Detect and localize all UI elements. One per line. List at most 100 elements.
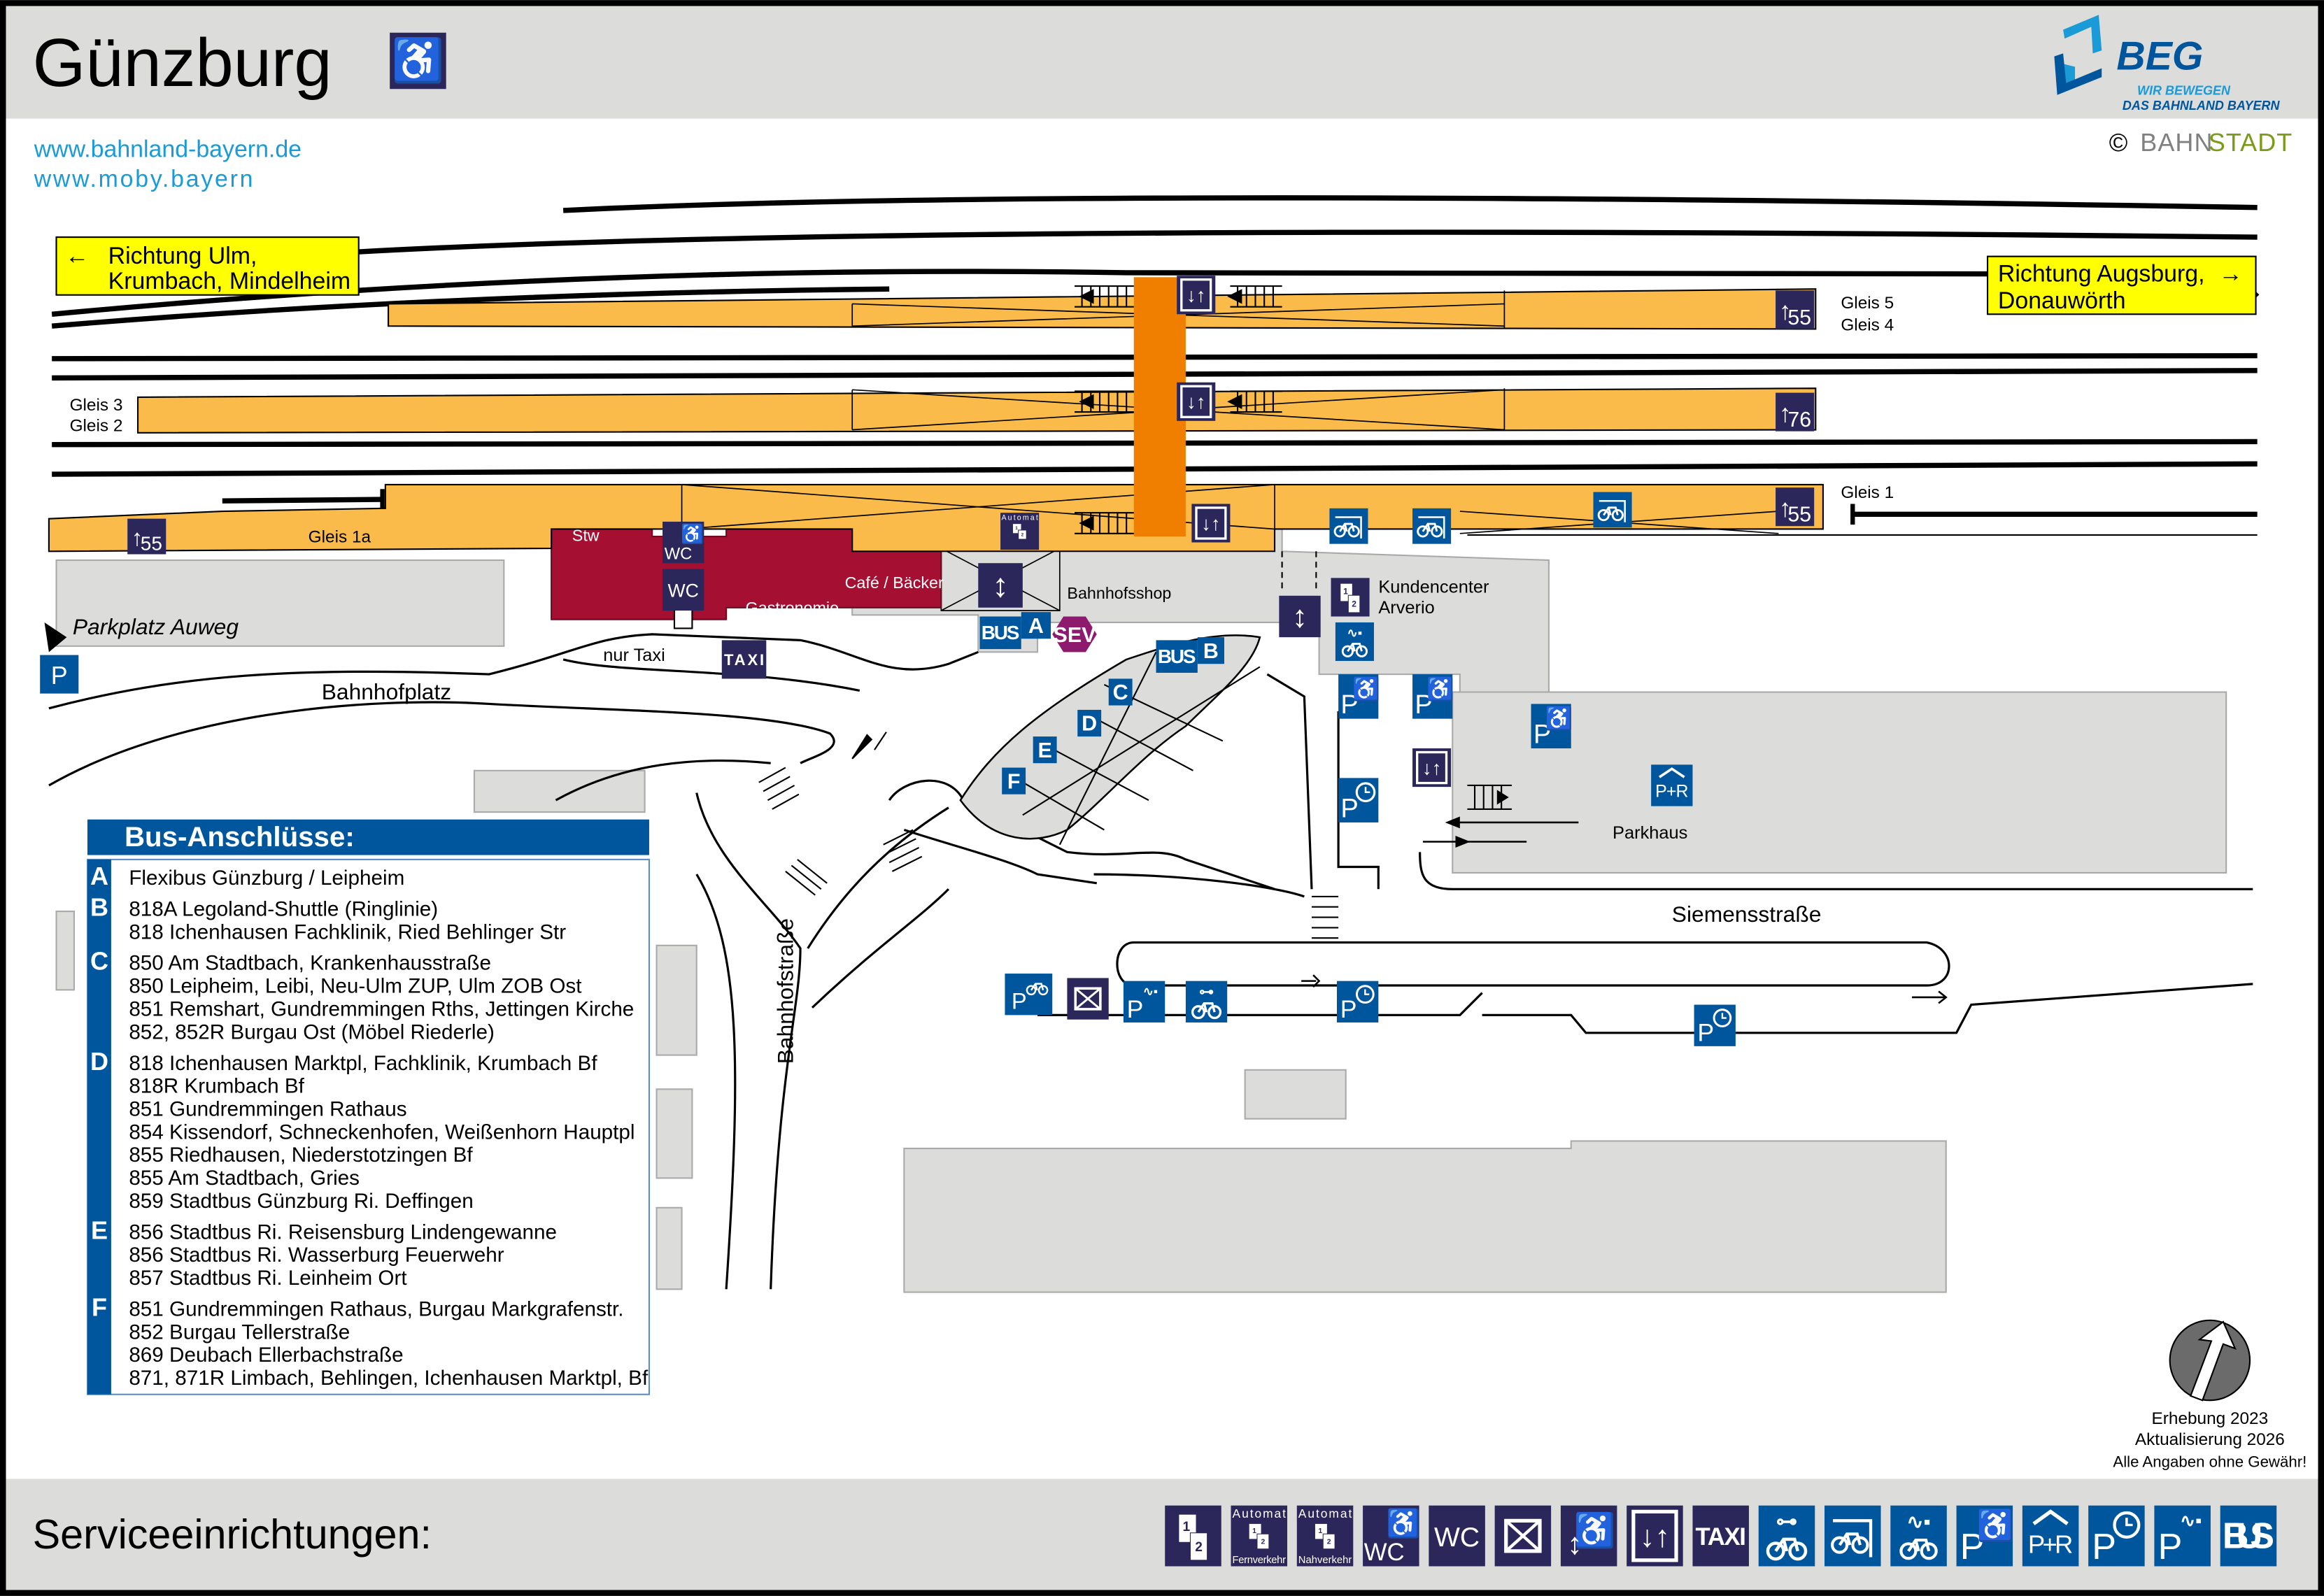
sign-background [1033,736,1057,764]
ticket-shape [1189,1532,1208,1561]
surrounding-buildings [55,559,1947,1293]
bus-line-entry: 855 Am Stadtbach, Gries [129,1167,360,1190]
bus-line-entry: 851 Gundremmingen Rathaus [129,1097,406,1120]
bike-locker-icon: ⊶ [1185,981,1228,1023]
sign-background [1776,290,1815,329]
sign-text: B [1203,639,1219,663]
wc-icon: WC [663,569,704,611]
sign-background [1692,1505,1749,1567]
url-link-moby[interactable]: www.moby.bayern [34,166,255,192]
sign-text: P [1697,1019,1714,1047]
bus-connections-title: Bus-Anschlüsse: [125,821,355,853]
sign-text: ↑ [1779,494,1792,522]
park-and-ride-icon: P+R [2022,1505,2079,1567]
sign-text: 1 [1183,1520,1191,1534]
envelope-lines [1505,1519,1541,1553]
label-siemensstrasse: Siemensstraße [1672,902,1822,927]
update-year: Aktualisierung 2026 [2135,1430,2285,1449]
bike-wheel [1037,985,1049,996]
bike-wheel [1831,1536,1849,1554]
sign-text: 76 [1787,408,1811,432]
direction-east-line1: Richtung Augsburg, [1998,261,2205,287]
sign-background [1651,764,1693,806]
sign-background [1412,674,1453,719]
bus-stop-letter: C [1108,678,1133,706]
bike-wheel [1355,645,1368,657]
sign-background [40,655,79,694]
bus-stop-letter: A [90,862,108,890]
sign-text: ↕ [992,567,1009,604]
sign-background [2022,1505,2079,1567]
bus-line-entry: 818R Krumbach Bf [129,1075,304,1098]
label-bahnhofsshop: Bahnhofsshop [1067,584,1171,602]
sign-text: ↓↑ [1186,285,1206,306]
sign-background [1021,612,1051,639]
bike-wheel [1333,525,1346,538]
platform-gleis-4-5 [388,288,1817,330]
bike-wheel [1851,1536,1869,1554]
bike-frame [1774,1537,1799,1553]
roof [1659,767,1685,778]
sign-background [1077,709,1102,737]
envelope-lines [1075,988,1101,1011]
logo-name: BEG [2116,34,2203,79]
url-link-bahnland[interactable]: www.bahnland-bayern.de [34,136,302,163]
sign-text: P [1340,995,1357,1023]
sign-text: P [1012,988,1027,1013]
elevator-frame [1180,385,1212,418]
sign-text: 55 [1787,306,1811,329]
bus-line-entry: 818 Ichenhausen Fachklinik, Ried Behling… [129,920,566,943]
sign-background [979,616,1021,650]
bus-letters-strip [87,859,111,1395]
sign-text: P [1340,690,1358,720]
elevator-frame [1195,506,1227,540]
roof [1335,516,1362,539]
clock-hands [1721,1013,1727,1019]
ev-charging-parking-icon: P∿▪ [2154,1505,2211,1567]
label-stw: Stw [572,526,600,544]
label-gleis-1a: Gleis 1a [309,528,371,547]
elevator-icon: ↓↑ [1177,276,1216,315]
sign-text: Fernverkehr [1233,1555,1287,1566]
label-bahnhofplatz: Bahnhofplatz [322,679,451,704]
bike-parking-combo-icon: P [1005,974,1053,1016]
sign-text: P [51,662,68,690]
clock-hands [1364,787,1370,794]
bus-stop-row: A Flexibus Günzburg / Leipheim [90,862,404,890]
sign-text: ↑ [132,525,143,551]
logo-tagline-2: DAS BAHNLAND BAYERN [2123,99,2281,113]
clock-face [1355,985,1375,1004]
track-labels: Gleis 5 Gleis 4 Gleis 3 Gleis 2 Gleis 1 … [70,294,1894,547]
bike-locker-icon: ⊶ [1758,1505,1815,1567]
sign-background [1177,276,1216,315]
bike-wheel [1207,1005,1222,1020]
sign-text: 2 [1261,1538,1265,1546]
ticket-shape [1256,1533,1270,1550]
sign-text: P [1415,690,1432,720]
label-gleis-1: Gleis 1 [1841,483,1894,502]
covered-bike-parking-icon [1412,508,1452,544]
sign-background [1177,382,1216,421]
rail-replacement-bus-icon: SEV [1052,616,1097,653]
sign-text: Automat [1233,1506,1287,1520]
sign-background [1191,504,1231,543]
sign-text: 2 [1021,533,1024,538]
sign-text: Nahverkehr [1298,1555,1352,1566]
direction-box-east: Richtung Augsburg, Donauwörth → [1987,255,2257,315]
elevator-icon: ↓↑ [1177,382,1216,421]
sign-text: P+R [2028,1530,2073,1558]
wheelchair-icon: ♿ [390,32,446,90]
direction-west-line2: Krumbach, Mindelheim [108,268,350,294]
bus-line-entry: Flexibus Günzburg / Leipheim [129,867,404,890]
bus-line-entry: 871, 871R Limbach, Behlingen, Ichenhause… [129,1367,649,1390]
accessible-parking-icon: P♿ [1412,674,1454,720]
label-nur-taxi: nur Taxi [603,646,665,665]
sign-text: ♿ [1426,676,1454,701]
sign-text: WC [1364,1539,1405,1566]
bike-wheel [1597,508,1610,522]
sign-text: ⊶ [1776,1510,1797,1534]
